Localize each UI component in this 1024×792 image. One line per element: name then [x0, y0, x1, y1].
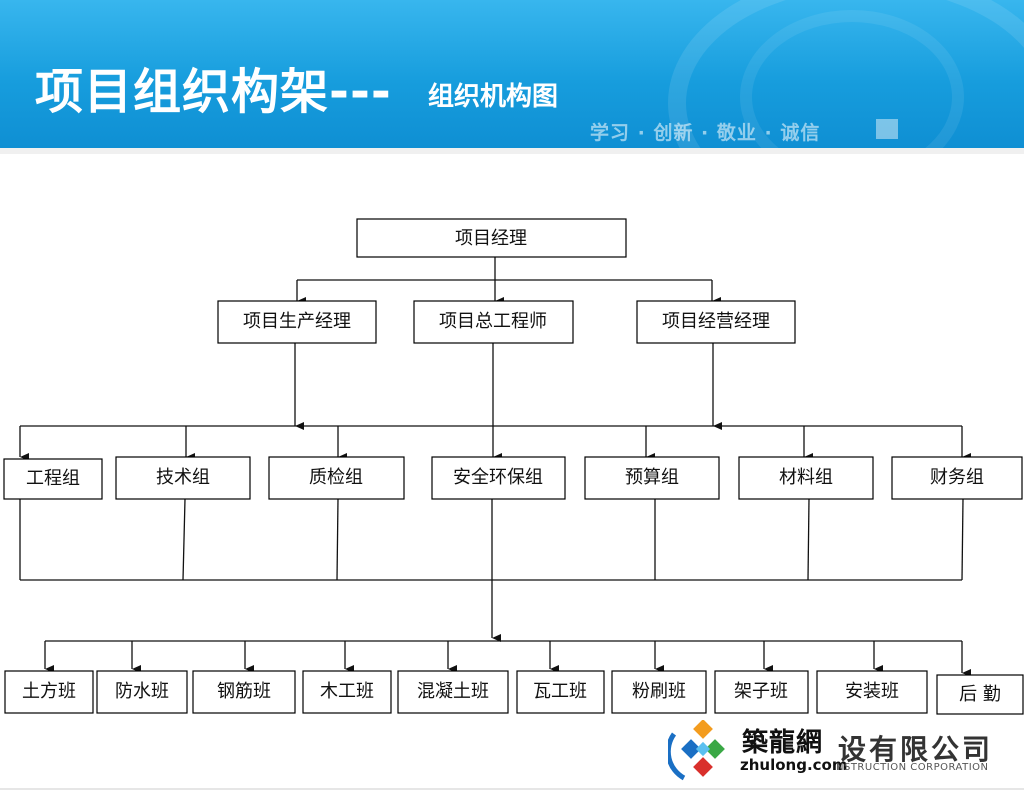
- node-chief-engineer: 项目总工程师: [413, 300, 574, 344]
- node-label: 技术组: [156, 467, 210, 488]
- node-budget-group: 预算组: [584, 456, 720, 500]
- node-label: 防水班: [115, 681, 169, 702]
- node-engineering-group: 工程组: [3, 458, 103, 500]
- node-label: 架子班: [734, 681, 788, 702]
- node-project-manager: 项目经理: [356, 218, 627, 258]
- node-concrete-team: 混凝土班: [397, 670, 509, 714]
- node-label: 木工班: [320, 681, 374, 702]
- slide-subtitle: 组织机构图: [428, 82, 559, 112]
- node-installation-team: 安装班: [816, 670, 928, 714]
- brand-chinese: 築龍網: [742, 728, 824, 758]
- node-safety-group: 安全环保组: [431, 456, 566, 500]
- node-label: 钢筋班: [217, 681, 271, 702]
- node-business-manager: 项目经营经理: [636, 300, 796, 344]
- header-divider: [0, 148, 1024, 154]
- company-name: 设有限公司: [838, 733, 994, 766]
- node-quality-group: 质检组: [268, 456, 405, 500]
- node-carpentry-team: 木工班: [302, 670, 392, 714]
- zhulong-logo-mark-icon: [668, 720, 725, 781]
- motto-text: 学习 · 创新 · 敬业 · 诚信: [590, 122, 821, 144]
- node-label: 工程组: [26, 468, 80, 489]
- company-name-english: NSTRUCTION CORPORATION: [836, 762, 989, 773]
- node-finance-group: 财务组: [891, 456, 1023, 500]
- brand-english: zhulong.com: [740, 756, 848, 774]
- node-masonry-team: 瓦工班: [516, 670, 605, 714]
- node-plastering-team: 粉刷班: [611, 670, 707, 714]
- node-earthwork-team: 土方班: [4, 670, 94, 714]
- slide-title: 项目组织构架---: [35, 52, 392, 122]
- node-label: 混凝土班: [417, 681, 489, 702]
- node-label: 预算组: [625, 467, 679, 488]
- node-label: 安装班: [845, 681, 899, 702]
- node-label: 质检组: [309, 467, 363, 488]
- node-label: 瓦工班: [533, 681, 587, 702]
- node-label: 项目经理: [455, 228, 527, 249]
- node-scaffolding-team: 架子班: [714, 670, 809, 714]
- node-label: 后 勤: [959, 684, 1001, 705]
- node-label: 项目生产经理: [243, 311, 351, 332]
- motto-square-decoration: [876, 119, 898, 139]
- node-production-manager: 项目生产经理: [217, 300, 377, 344]
- node-logistics-team: 后 勤: [936, 674, 1024, 715]
- connector-lines: [19, 257, 971, 677]
- title-dash: ---: [329, 64, 392, 120]
- zhulong-logo: 築龍網 zhulong.com 设有限公司 NSTRUCTION CORPORA…: [668, 718, 1008, 784]
- node-label: 粉刷班: [632, 681, 686, 702]
- node-label: 项目总工程师: [439, 311, 547, 332]
- node-technical-group: 技术组: [115, 456, 251, 500]
- node-label: 土方班: [22, 681, 76, 702]
- node-material-group: 材料组: [738, 456, 874, 500]
- node-label: 安全环保组: [453, 467, 543, 488]
- node-label: 材料组: [779, 467, 833, 488]
- node-label: 项目经营经理: [662, 311, 770, 332]
- node-waterproof-team: 防水班: [96, 670, 188, 714]
- node-rebar-team: 钢筋班: [192, 670, 296, 714]
- slide-header: 项目组织构架--- 组织机构图 学习 · 创新 · 敬业 · 诚信: [0, 0, 1024, 148]
- footer-rule: [0, 788, 1024, 790]
- title-text: 项目组织构架: [35, 64, 330, 120]
- node-label: 财务组: [930, 467, 984, 488]
